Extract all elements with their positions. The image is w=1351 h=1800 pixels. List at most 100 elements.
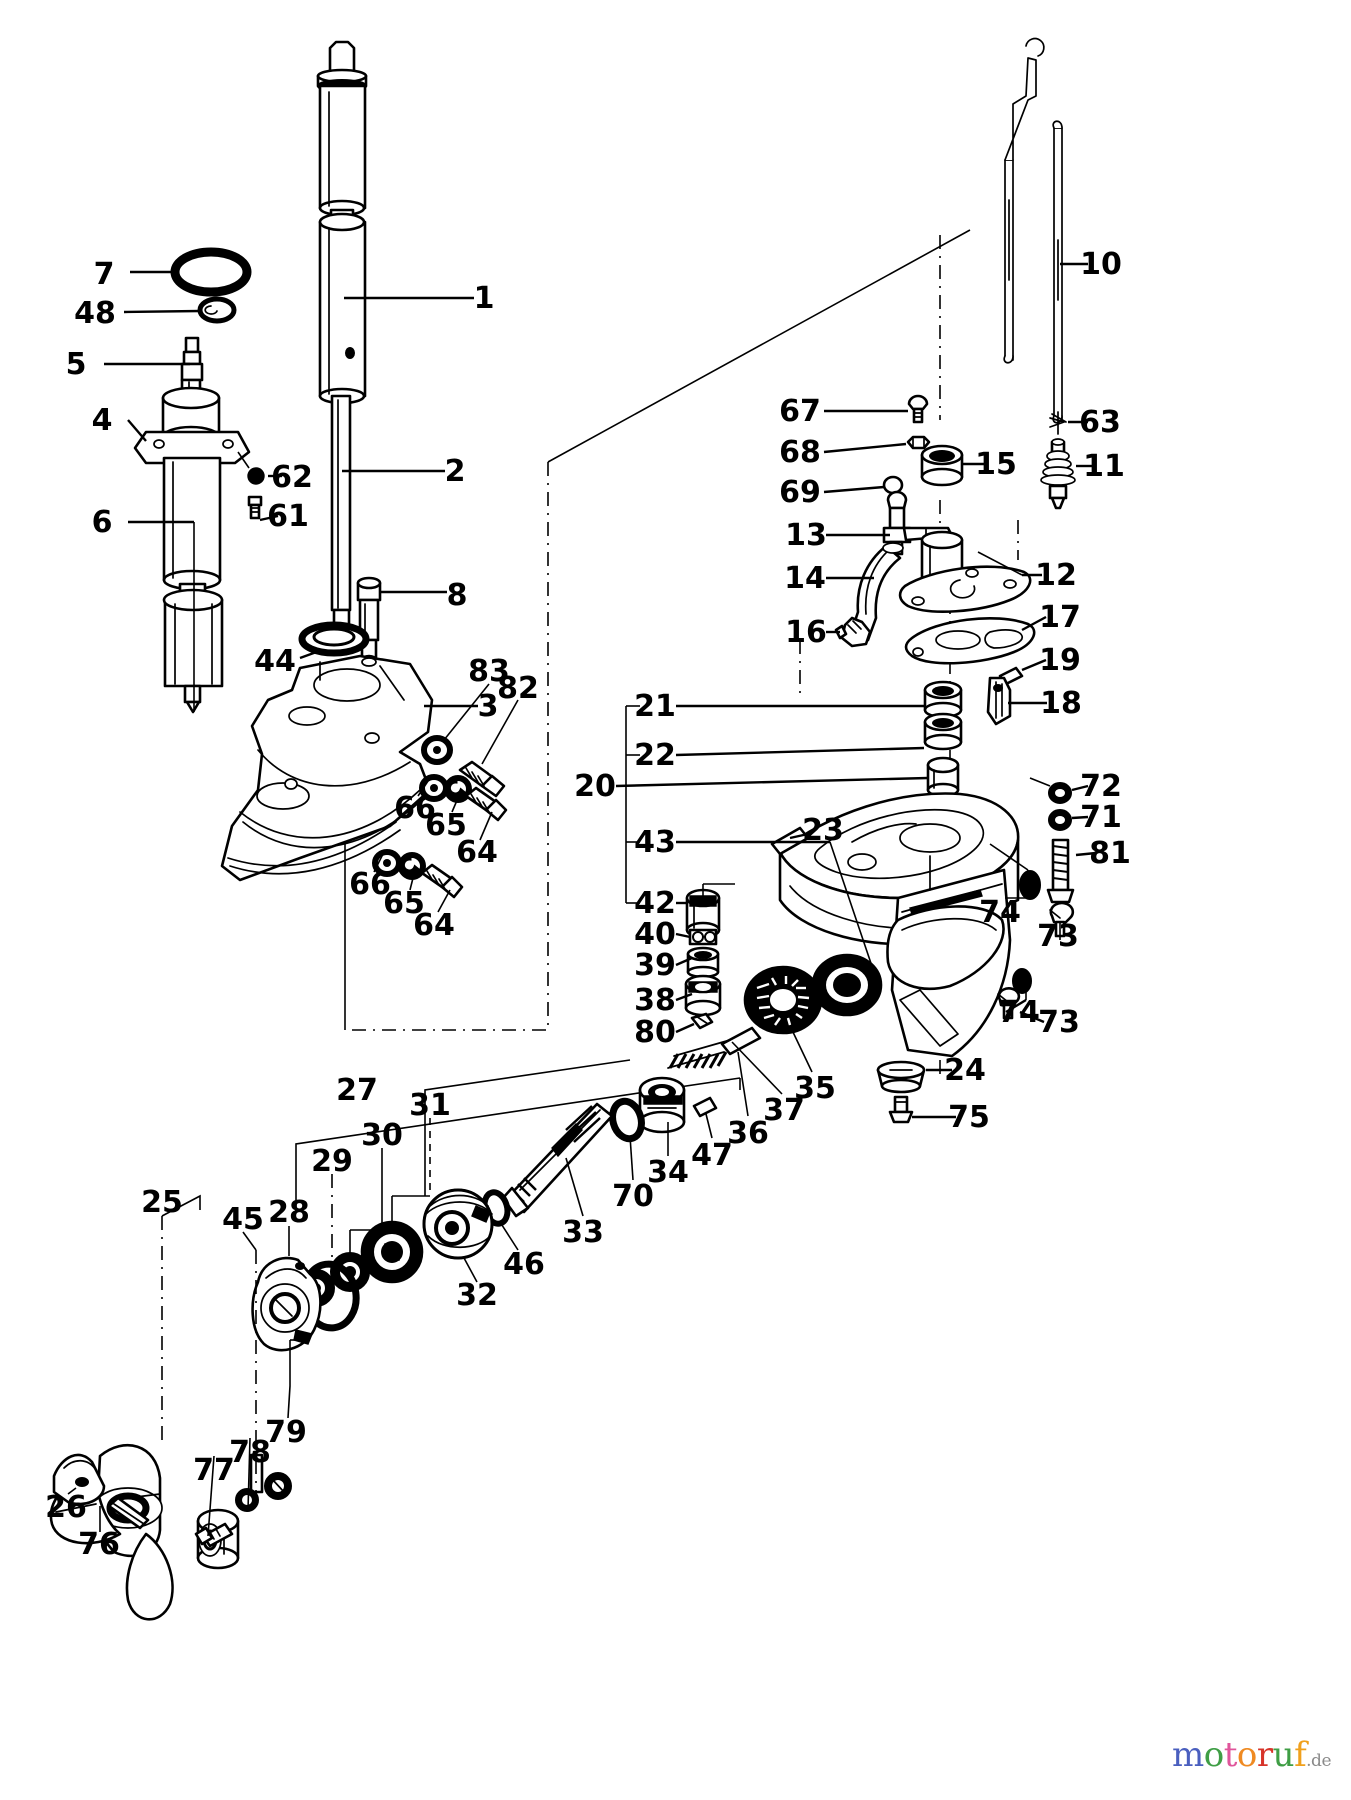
callout-66-lower: 66 — [349, 867, 391, 902]
callout-3: 3 — [478, 689, 499, 724]
callout-62: 62 — [271, 460, 313, 495]
part-seal-22 — [923, 712, 963, 751]
callout-79: 79 — [265, 1415, 307, 1450]
callout-38: 38 — [634, 983, 676, 1018]
part-clip-80 — [690, 1012, 714, 1030]
callout-72: 72 — [1080, 769, 1122, 804]
part-gasket-17 — [904, 616, 1036, 665]
callout-37: 37 — [763, 1093, 805, 1128]
callout-64-upper: 64 — [456, 835, 498, 870]
part-anode-74-upper — [1019, 870, 1041, 900]
part-bearing-next-gear — [811, 953, 883, 1017]
callout-68: 68 — [779, 435, 821, 470]
callout-69: 69 — [779, 475, 821, 510]
callout-2: 2 — [445, 454, 466, 489]
callout-67: 67 — [779, 394, 821, 429]
part-lower-casing — [778, 792, 1020, 1058]
callout-16: 16 — [785, 615, 827, 650]
callout-61: 61 — [267, 499, 309, 534]
part-spring-37 — [667, 1039, 731, 1069]
callout-23: 23 — [802, 813, 844, 848]
part-bolt-64-lower — [420, 863, 464, 899]
part-lockwasher-78 — [235, 1488, 259, 1512]
callout-1: 1 — [474, 281, 495, 316]
part-screw-61 — [247, 495, 263, 520]
part-adapter-plate-12 — [898, 530, 1032, 613]
part-anode-18 — [986, 676, 1012, 726]
part-screw-73-upper — [1049, 901, 1075, 938]
callout-33: 33 — [562, 1215, 604, 1250]
part-nut-72 — [1048, 782, 1072, 804]
callout-35: 35 — [794, 1071, 836, 1106]
part-screw-75 — [888, 1095, 914, 1124]
callout-45: 45 — [222, 1202, 264, 1237]
callout-46: 46 — [503, 1247, 545, 1282]
callout-17: 17 — [1039, 600, 1081, 635]
callout-71: 71 — [1080, 800, 1122, 835]
callout-74-lower: 74 — [998, 995, 1040, 1030]
callout-21: 21 — [634, 689, 676, 724]
part-pin-62 — [247, 467, 265, 485]
watermark-letter-t: t — [1223, 1735, 1238, 1775]
callout-82: 82 — [497, 671, 539, 706]
part-seal-44 — [298, 621, 370, 657]
part-propnut-26 — [52, 1453, 106, 1506]
watermark-suffix: .de — [1306, 1751, 1332, 1771]
callout-15: 15 — [975, 447, 1017, 482]
callout-7: 7 — [94, 257, 115, 292]
watermark-logo: motoruf.de — [1172, 1735, 1332, 1775]
part-shift-rod-10 — [1052, 120, 1063, 424]
part-seal-15 — [920, 444, 964, 487]
callout-11: 11 — [1083, 449, 1125, 484]
callout-80: 80 — [634, 1015, 676, 1050]
callout-31: 31 — [409, 1088, 451, 1123]
part-pin-47 — [692, 1096, 718, 1118]
part-washer-83 — [421, 735, 453, 765]
part-driveshaft-1-2 — [316, 40, 368, 646]
callout-76: 76 — [78, 1527, 120, 1562]
part-bushing-8 — [356, 576, 382, 666]
callout-10: 10 — [1080, 247, 1122, 282]
callout-77: 77 — [193, 1453, 235, 1488]
part-nut-79 — [264, 1472, 292, 1500]
part-gear-35 — [743, 965, 823, 1035]
part-pin-36 — [720, 1026, 762, 1056]
watermark-letter-f: f — [1294, 1735, 1307, 1775]
part-cotterpin-76 — [107, 1496, 150, 1530]
part-boot-11 — [1040, 438, 1076, 510]
callout-4: 4 — [92, 403, 113, 438]
part-fitting-16 — [834, 616, 872, 648]
callout-6: 6 — [92, 505, 113, 540]
callout-26: 26 — [45, 1490, 87, 1525]
callout-27: 27 — [336, 1073, 378, 1108]
callout-19: 19 — [1039, 643, 1081, 678]
callout-25: 25 — [141, 1185, 183, 1220]
callout-83: 83 — [468, 654, 510, 689]
callout-66-upper: 66 — [394, 791, 436, 826]
callout-40: 40 — [634, 917, 676, 952]
callout-18: 18 — [1040, 686, 1082, 721]
callout-73-upper: 73 — [1037, 919, 1079, 954]
part-propshaft-33 — [501, 1102, 614, 1218]
watermark-letter-r: r — [1256, 1735, 1273, 1775]
callout-43: 43 — [634, 825, 676, 860]
callout-numbers: 1 2 3 4 5 6 7 8 10 11 12 13 14 15 16 17 … — [45, 247, 1131, 1562]
callout-47: 47 — [691, 1138, 733, 1173]
part-gear-32 — [422, 1188, 494, 1260]
watermark-letter-o2: o — [1236, 1735, 1257, 1775]
callout-48: 48 — [74, 296, 116, 331]
callout-73-lower: 73 — [1038, 1005, 1080, 1040]
callout-81: 81 — [1089, 836, 1131, 871]
watermark-letter-u: u — [1272, 1735, 1295, 1775]
callout-63: 63 — [1079, 405, 1121, 440]
watermark-letter-m: m — [1172, 1735, 1204, 1775]
callout-20: 20 — [574, 769, 616, 804]
callout-78: 78 — [229, 1435, 271, 1470]
callout-65-lower: 65 — [383, 886, 425, 921]
watermark-letter-o1: o — [1203, 1735, 1224, 1775]
part-clip-40 — [688, 928, 718, 946]
callout-64-lower: 64 — [413, 908, 455, 943]
part-bushing-20 — [926, 756, 960, 798]
leader-lines — [67, 262, 1097, 1537]
